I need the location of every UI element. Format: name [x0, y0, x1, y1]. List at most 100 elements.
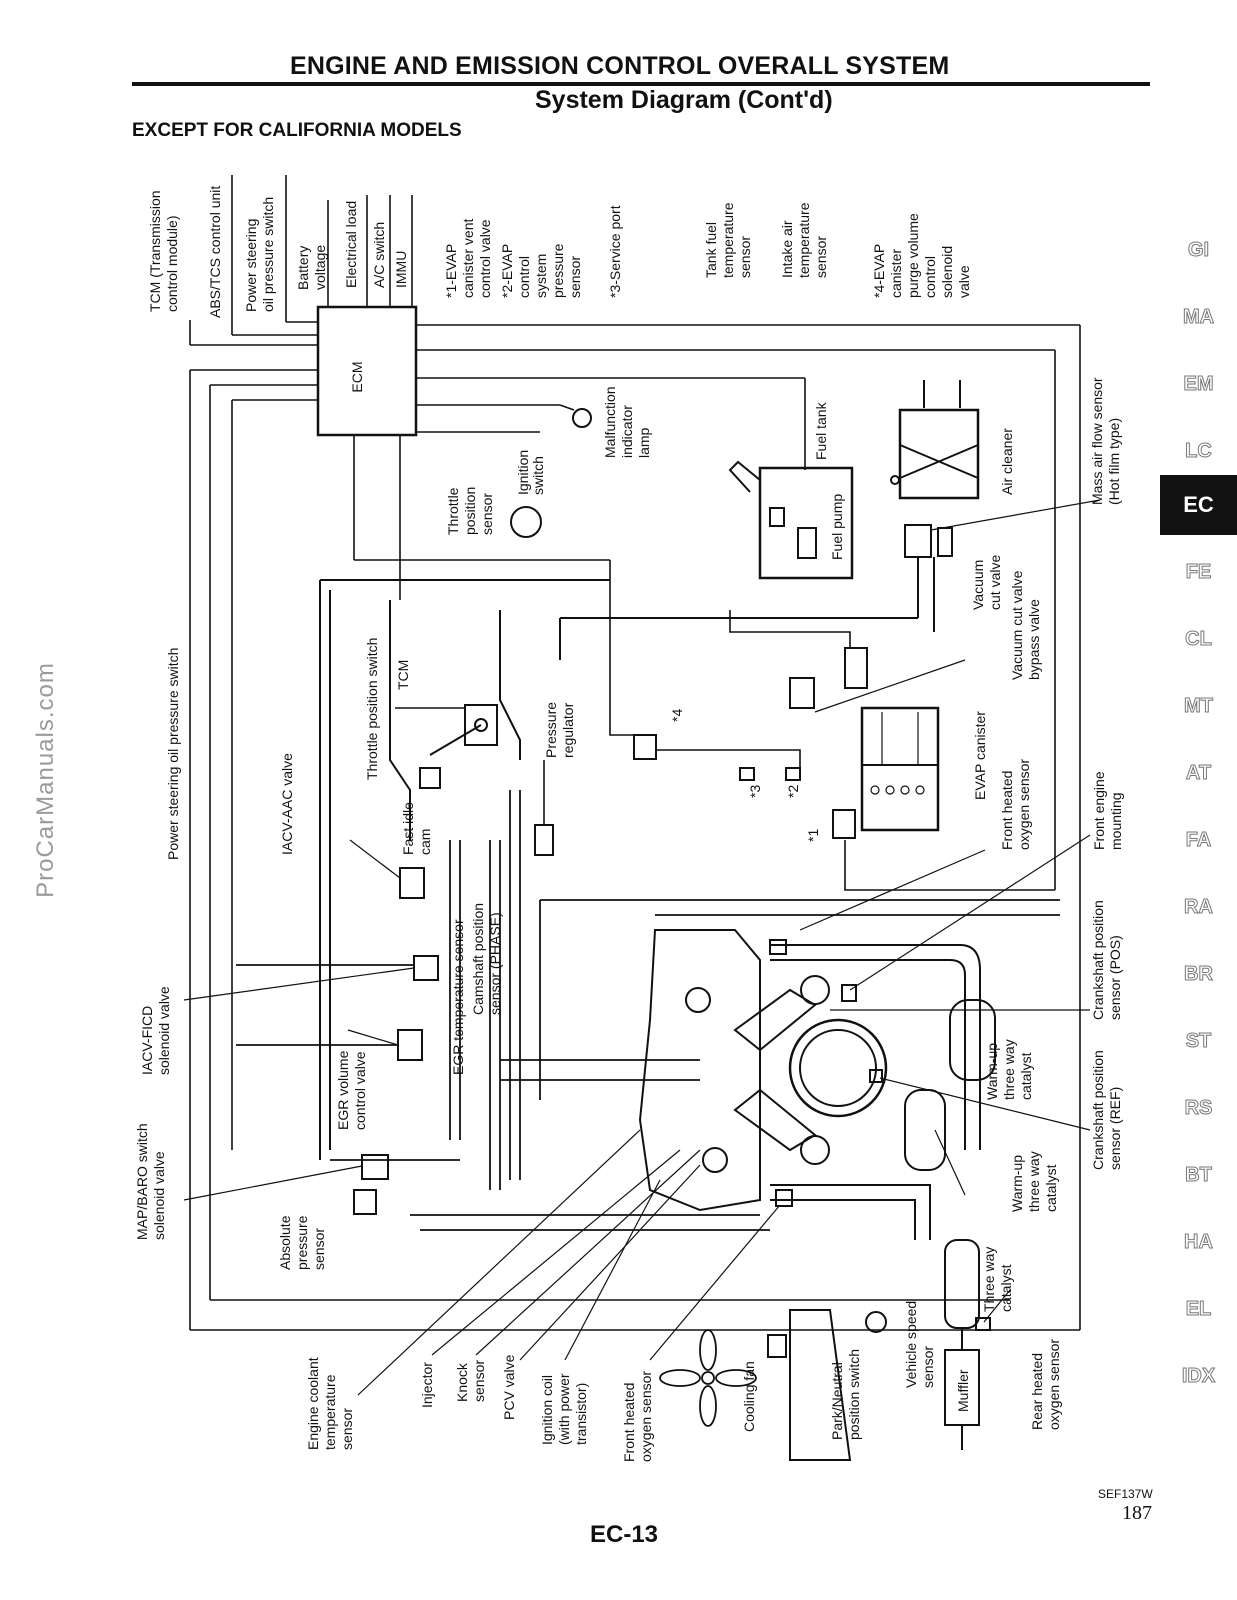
label-fuel-tank: Fuel tank [813, 401, 829, 460]
ecm-box [316, 305, 418, 437]
tab-gi[interactable]: GI [1187, 238, 1210, 261]
label-vacuum-bypass: Vacuum cut valvebypass valve [1009, 570, 1042, 680]
iacv-ficd-icon [413, 955, 439, 981]
label-vss: Vehicle speedsensor [903, 1301, 936, 1388]
label-crank-pos: Crankshaft positionsensor (POS) [1090, 900, 1123, 1020]
label-evap-canister: EVAP canister [972, 711, 988, 800]
label-fuel-pump: Fuel pump [829, 494, 845, 560]
label-front-o2-bottom: Front heatedoxygen sensor [621, 1371, 654, 1462]
label-pcv: PCV valve [501, 1354, 517, 1420]
transmission-icon [789, 1309, 852, 1461]
page-code: EC-13 [590, 1521, 659, 1548]
label-egr-volume: EGR volumecontrol valve [335, 1050, 368, 1130]
label-rear-o2: Rear heatedoxygen sensor [1029, 1339, 1062, 1430]
engine-block-icon [638, 929, 888, 1212]
label-throttle-position-switch: Throttle position switch [364, 638, 380, 780]
label-electrical-load: Electrical load [343, 201, 359, 288]
front-o2-sensor-bottom-icon [775, 1189, 793, 1207]
label-evap-purge: *4-EVAPcanisterpurge volumecontrolsoleno… [871, 213, 972, 298]
ecm-bus [189, 324, 1081, 1331]
three-way-catalyst-icon [944, 1239, 980, 1329]
input-wires [189, 175, 413, 346]
tab-ma[interactable]: MA [1182, 305, 1215, 328]
pressure-regulator-icon [534, 824, 554, 856]
label-battery: Batteryvoltage [295, 245, 328, 290]
tab-br[interactable]: BR [1184, 962, 1214, 985]
maf-sensor-icon [904, 524, 932, 558]
label-tcm: TCM (Transmissioncontrol module) [147, 190, 180, 312]
map-baro-icon [361, 1154, 389, 1180]
tab-mt[interactable]: MT [1184, 694, 1214, 717]
label-map-baro: MAP/BARO switchsolenoid valve [134, 1123, 167, 1240]
label-front-o2-right: Front heatedoxygen sensor [999, 759, 1032, 850]
label-egr-temp: EGR temperature sensor [450, 919, 466, 1075]
label-tps: Throttlepositionsensor [445, 487, 495, 535]
warmup-catalyst-1-icon [949, 999, 996, 1081]
label-ps-switch: Power steeringoil pressure switch [243, 197, 276, 312]
label-crank-ref: Crankshaft positionsensor (REF) [1090, 1050, 1123, 1170]
title-rule [132, 82, 1150, 86]
ignition-switch-icon [510, 506, 542, 538]
label-warmup-2: Warm-upthree waycatalyst [1009, 1151, 1059, 1212]
figure-code: SEF137W [1098, 1487, 1153, 1501]
fuel-tank-icon [758, 466, 854, 580]
label-absolute-pressure: Absolutepressuresensor [277, 1215, 327, 1270]
label-air-cleaner: Air cleaner [999, 428, 1015, 495]
label-intake-air-temp: Intake airtemperaturesensor [779, 202, 829, 278]
label-cooling-fan: Cooling fan [741, 1361, 757, 1432]
tab-lc[interactable]: LC [1185, 439, 1213, 462]
label-three-way: Three waycatalyst [981, 1247, 1014, 1312]
label-injector: Injector [419, 1362, 435, 1408]
label-vacuum-cut: Vacuumcut valve [970, 555, 1003, 610]
label-knock: Knocksensor [454, 1360, 487, 1402]
tab-el[interactable]: EL [1185, 1297, 1212, 1320]
label-iacv-ficd: IACV-FICDsolenoid valve [139, 986, 172, 1075]
tab-idx[interactable]: IDX [1181, 1364, 1216, 1387]
label-coolant: Engine coolanttemperaturesensor [305, 1357, 355, 1450]
tab-em[interactable]: EM [1183, 372, 1214, 395]
tab-fa[interactable]: FA [1185, 828, 1212, 851]
tab-at[interactable]: AT [1185, 761, 1212, 784]
mil-lamp-icon [572, 408, 592, 428]
air-cleaner-icon [898, 408, 980, 500]
label-immu: IMMU [393, 251, 409, 288]
label-mark-2: *2 [785, 785, 801, 798]
vss-icon [865, 1311, 887, 1333]
tab-ha[interactable]: HA [1184, 1230, 1214, 1253]
front-o2-sensor-icon [769, 939, 787, 955]
crank-ref-sensor-icon [869, 1069, 883, 1083]
iacv-aac-icon [399, 867, 425, 899]
tab-rs[interactable]: RS [1184, 1096, 1213, 1119]
label-service-port: *3-Service port [607, 205, 623, 298]
tab-fe[interactable]: FE [1185, 560, 1212, 583]
leader-lines [183, 499, 1101, 1396]
tab-st[interactable]: ST [1185, 1029, 1212, 1052]
tab-cl[interactable]: CL [1185, 627, 1213, 650]
absolute-pressure-sensor-icon [353, 1189, 377, 1215]
label-mark-4: *4 [669, 709, 685, 722]
warmup-catalyst-2-icon [904, 1089, 946, 1171]
label-front-mount: Front enginemounting [1091, 771, 1124, 850]
tab-ra[interactable]: RA [1184, 895, 1214, 918]
tab-ec[interactable]: EC [1160, 475, 1237, 535]
pnp-switch-icon [767, 1334, 787, 1358]
label-ac-switch: A/C switch [371, 222, 387, 288]
cooling-fan-icon [659, 1329, 757, 1427]
label-maf: Mass air flow sensor(Hot film type) [1089, 377, 1122, 505]
label-tank-fuel-temp: Tank fueltemperaturesensor [703, 202, 753, 278]
label-fast-idle: Fast idlecam [400, 802, 433, 855]
evap-canister-icon [860, 706, 940, 832]
label-ignition-switch: Ignitionswitch [515, 450, 546, 495]
label-iacv-aac: IACV-AAC valve [279, 753, 295, 855]
section-heading: EXCEPT FOR CALIFORNIA MODELS [132, 120, 462, 141]
label-cam-pos: Camshaft positionsensor (PHASE) [470, 903, 503, 1015]
label-ignition-coil: Ignition coil(with powertransistor) [539, 1373, 589, 1445]
exhaust-system [770, 944, 996, 1450]
tab-bt[interactable]: BT [1185, 1163, 1213, 1186]
label-muffler: Muffler [955, 1369, 971, 1412]
label-tcm-small: TCM [395, 660, 411, 690]
egr-valve-icon [397, 1029, 423, 1061]
crank-pos-sensor-icon [841, 984, 857, 1002]
label-ps-switch-side: Power steering oil pressure switch [165, 648, 181, 860]
